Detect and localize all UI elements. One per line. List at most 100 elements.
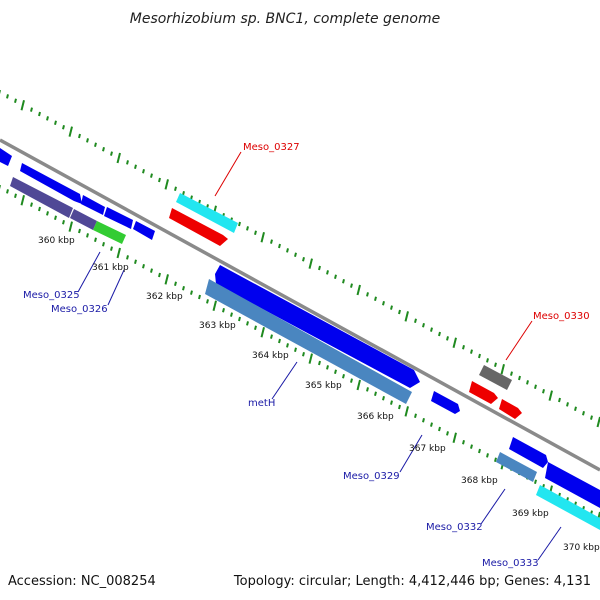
minor-tick: [110, 151, 113, 156]
feature-cds[interactable]: [545, 462, 600, 508]
gene-label[interactable]: Meso_0325: [23, 290, 80, 301]
kbp-label: 368 kbp: [461, 476, 498, 486]
feature-cds-reverse[interactable]: [469, 381, 498, 404]
minor-tick: [478, 353, 481, 359]
backbone-line: [0, 138, 600, 472]
kbp-label: 363 kbp: [199, 321, 236, 331]
major-tick: [308, 353, 313, 364]
kbp-label: 370 kbp: [563, 543, 600, 553]
minor-tick: [182, 285, 185, 291]
feature-cds[interactable]: [215, 265, 420, 388]
minor-tick: [54, 215, 57, 221]
minor-tick: [6, 189, 9, 194]
minor-tick: [414, 413, 417, 419]
major-tick: [404, 311, 409, 322]
minor-tick: [86, 233, 89, 238]
feature-cds[interactable]: [20, 163, 82, 204]
feature-purple[interactable]: [10, 177, 73, 218]
minor-tick: [46, 116, 49, 121]
feature-cds[interactable]: [104, 207, 133, 229]
minor-tick: [334, 369, 337, 375]
gene-label[interactable]: Meso_0333: [482, 558, 539, 569]
minor-tick: [302, 256, 305, 262]
minor-tick: [422, 322, 425, 328]
kbp-label: 365 kbp: [305, 381, 342, 391]
feature-cyan[interactable]: [536, 485, 600, 530]
minor-tick: [150, 173, 153, 178]
minor-tick: [430, 327, 433, 332]
minor-tick: [278, 338, 281, 344]
minor-tick: [102, 241, 105, 247]
features: [0, 148, 600, 530]
major-tick: [452, 432, 457, 444]
feature-purple[interactable]: [70, 209, 97, 230]
minor-tick: [462, 344, 465, 350]
kbp-label: 367 kbp: [409, 444, 446, 454]
feature-cds[interactable]: [133, 221, 155, 240]
gene-label[interactable]: Meso_0332: [426, 522, 483, 533]
minor-tick: [14, 193, 17, 199]
gene-label[interactable]: Meso_0326: [51, 304, 108, 315]
minor-tick: [350, 283, 353, 288]
feature-steel[interactable]: [205, 279, 412, 404]
major-tick: [356, 284, 361, 296]
minor-tick: [494, 362, 497, 368]
map-title: Mesorhizobium sp. BNC1, complete genome: [130, 11, 441, 27]
minor-tick: [238, 221, 241, 227]
minor-tick: [294, 252, 297, 258]
minor-tick: [342, 278, 345, 284]
minor-tick: [398, 309, 401, 315]
feature-cds[interactable]: [509, 437, 548, 468]
major-tick: [116, 152, 121, 164]
major-tick: [212, 300, 217, 312]
feature-cds[interactable]: [431, 391, 460, 414]
minor-tick: [62, 219, 65, 225]
minor-tick: [526, 380, 529, 385]
minor-tick: [46, 211, 49, 216]
feature-gray[interactable]: [479, 365, 512, 390]
major-tick: [356, 379, 361, 391]
minor-tick: [222, 307, 225, 313]
minor-tick: [286, 248, 289, 253]
minor-tick: [486, 453, 489, 458]
feature-steel[interactable]: [496, 452, 537, 482]
minor-tick: [462, 439, 465, 445]
minor-tick: [62, 124, 65, 130]
minor-tick: [390, 305, 393, 310]
major-tick: [164, 274, 169, 285]
minor-tick: [470, 349, 473, 354]
minor-tick: [438, 426, 441, 432]
minor-tick: [382, 300, 385, 306]
feature-cyan[interactable]: [176, 193, 238, 233]
minor-tick: [78, 228, 81, 234]
minor-tick: [142, 168, 145, 174]
accession-text: Accession: NC_008254: [8, 574, 156, 589]
minor-tick: [534, 384, 537, 390]
minor-tick: [86, 138, 89, 143]
feature-cds[interactable]: [0, 148, 12, 166]
minor-tick: [30, 202, 33, 207]
leader-lines: [77, 151, 562, 561]
minor-tick: [6, 94, 9, 99]
minor-tick: [174, 186, 177, 192]
feature-cds-reverse[interactable]: [169, 208, 228, 246]
gene-label[interactable]: metH: [248, 398, 275, 409]
minor-tick: [510, 371, 513, 376]
minor-tick: [142, 263, 145, 269]
minor-tick: [366, 387, 369, 392]
feature-cds-reverse[interactable]: [499, 399, 522, 419]
minor-tick: [382, 395, 385, 401]
gene-label[interactable]: Meso_0330: [533, 311, 590, 322]
feature-cds[interactable]: [81, 195, 105, 215]
minor-tick: [246, 226, 249, 231]
minor-tick: [438, 331, 441, 337]
gene-label[interactable]: Meso_0329: [343, 471, 400, 482]
major-tick: [260, 231, 265, 243]
minor-tick: [430, 422, 433, 427]
gene-label[interactable]: Meso_0327: [243, 142, 300, 153]
kbp-label: 369 kbp: [512, 509, 549, 519]
feature-green[interactable]: [93, 221, 126, 244]
minor-tick: [534, 479, 537, 485]
